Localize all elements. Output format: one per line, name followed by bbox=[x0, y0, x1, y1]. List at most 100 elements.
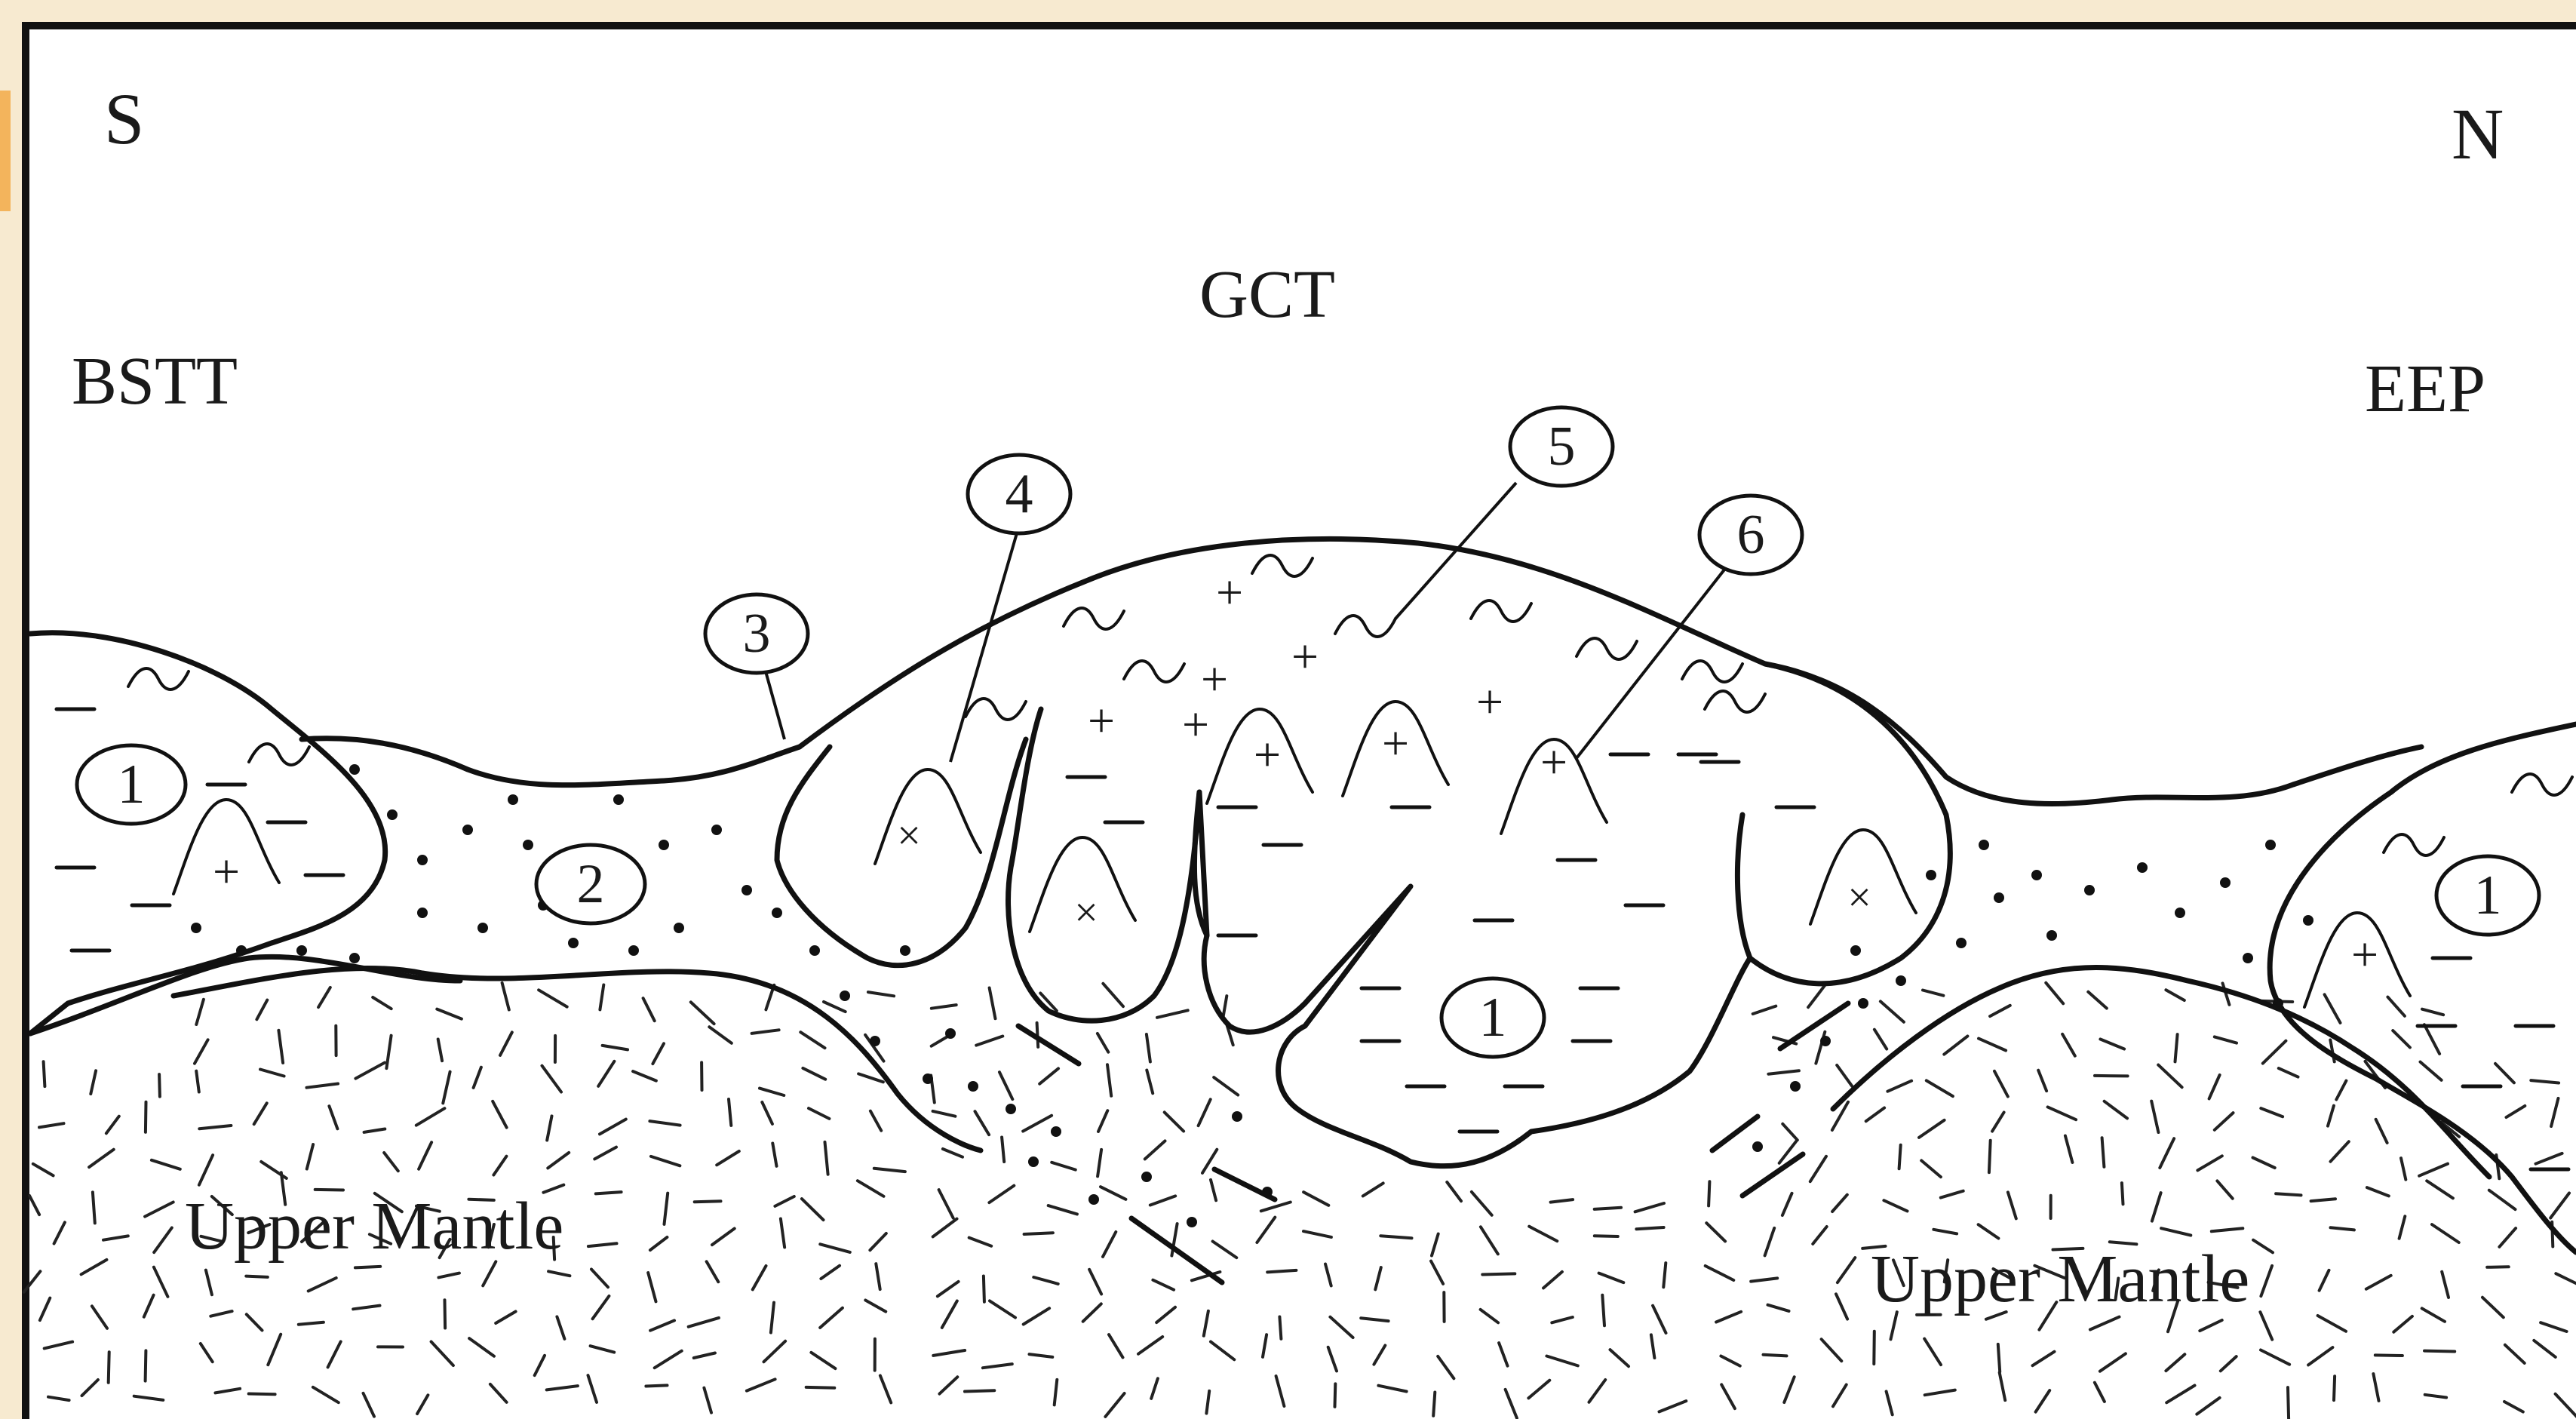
mantle-dash bbox=[806, 1387, 835, 1388]
sediment-dot bbox=[1926, 870, 1936, 880]
sediment-dot bbox=[2243, 953, 2253, 963]
sediment-dot bbox=[191, 923, 201, 933]
mantle-dash bbox=[1595, 1208, 1621, 1209]
sediment-dot bbox=[1028, 1156, 1039, 1167]
direction-south: S bbox=[104, 78, 144, 159]
unit-circle-2: 2 bbox=[536, 845, 645, 923]
sediment-dot bbox=[945, 1028, 956, 1039]
mantle-dash bbox=[2334, 1376, 2335, 1400]
sediment-dot bbox=[613, 794, 624, 805]
left-accent-strip bbox=[0, 91, 11, 211]
sediment-dot bbox=[1850, 945, 1861, 956]
sediment-dot bbox=[2220, 877, 2231, 888]
mantle-dash bbox=[249, 1394, 275, 1395]
mantle-dash bbox=[646, 1385, 667, 1386]
mantle-dash bbox=[1433, 1393, 1435, 1416]
sediment-dot bbox=[923, 1073, 933, 1084]
sediment-dot bbox=[1752, 1141, 1763, 1152]
mantle-dash bbox=[1899, 1145, 1901, 1169]
sediment-dot bbox=[523, 840, 533, 850]
mantle-dash bbox=[355, 1267, 380, 1268]
mantle-dash bbox=[1636, 1227, 1663, 1229]
sediment-dot bbox=[2084, 885, 2095, 895]
sediment-dot bbox=[1790, 1081, 1801, 1092]
sediment-dot bbox=[741, 885, 752, 895]
sediment-dot bbox=[1232, 1111, 1242, 1122]
mantle-dash bbox=[44, 1061, 45, 1086]
granite-plus-symbol: + bbox=[2351, 928, 2378, 981]
mantle-dash bbox=[1602, 1295, 1604, 1326]
granite-plus-symbol: + bbox=[213, 845, 240, 898]
mantle-dash bbox=[159, 1074, 160, 1097]
sediment-dot bbox=[2303, 915, 2313, 926]
mantle-dash bbox=[246, 1276, 268, 1277]
sediment-dot bbox=[417, 908, 428, 918]
mantle-dash bbox=[2122, 1183, 2123, 1204]
sediment-dot bbox=[349, 764, 360, 775]
sediment-dot bbox=[1088, 1194, 1099, 1205]
unit-circle-6: 6 bbox=[1699, 496, 1802, 574]
sediment-dot bbox=[1858, 998, 1868, 1009]
sediment-dot bbox=[2265, 840, 2276, 850]
mantle-dash bbox=[1024, 1233, 1053, 1234]
mantle-dash bbox=[1764, 1355, 1787, 1356]
mantle-dash bbox=[695, 1201, 721, 1202]
unit-circle-1-center: 1 bbox=[1442, 978, 1544, 1057]
sediment-dot bbox=[387, 809, 398, 820]
granite-plus-symbol: + bbox=[1216, 566, 1243, 619]
granite-cross-symbol: × bbox=[1074, 889, 1098, 936]
unit-number-1a: 1 bbox=[118, 754, 146, 815]
unit-circle-4: 4 bbox=[968, 455, 1070, 533]
mantle-dash bbox=[1989, 1141, 1991, 1173]
mantle-dash bbox=[2276, 1193, 2301, 1195]
region-eep-label: EEP bbox=[2365, 352, 2485, 426]
mantle-dash bbox=[2288, 1387, 2289, 1419]
mantle-dash bbox=[1998, 1344, 2000, 1372]
mantle-dash bbox=[445, 1300, 446, 1328]
sediment-dot bbox=[711, 825, 722, 835]
sediment-dot bbox=[900, 945, 910, 956]
granite-plus-symbol: + bbox=[1382, 717, 1409, 770]
mantle-dash bbox=[965, 1390, 994, 1391]
region-gct-label: GCT bbox=[1199, 257, 1335, 332]
unit-circle-1-left: 1 bbox=[77, 745, 186, 824]
mantle-dash bbox=[1482, 1273, 1515, 1274]
unit-circle-1-right: 1 bbox=[2436, 856, 2539, 935]
mantle-dash bbox=[1279, 1317, 1281, 1339]
sediment-dot bbox=[870, 1036, 880, 1046]
unit-number-2: 2 bbox=[577, 853, 605, 915]
sediment-dot bbox=[2137, 862, 2148, 873]
region-bstt-label: BSTT bbox=[72, 344, 238, 419]
mantle-dash bbox=[2375, 1355, 2403, 1356]
unit-number-6: 6 bbox=[1737, 504, 1765, 566]
sediment-dot bbox=[628, 945, 639, 956]
sediment-dot bbox=[2031, 870, 2042, 880]
granite-plus-symbol: + bbox=[1291, 630, 1319, 683]
mantle-dash bbox=[2095, 1076, 2128, 1077]
sediment-dot bbox=[840, 991, 850, 1001]
sediment-dot bbox=[968, 1081, 978, 1092]
sediment-dot bbox=[417, 855, 428, 865]
unit-circle-3: 3 bbox=[705, 594, 808, 673]
sediment-dot bbox=[1896, 975, 1906, 986]
unit-circle-5: 5 bbox=[1510, 407, 1613, 486]
sediment-dot bbox=[1979, 840, 1989, 850]
sediment-dot bbox=[1051, 1126, 1061, 1137]
unit-number-1c: 1 bbox=[2474, 865, 2502, 926]
sediment-dot bbox=[1006, 1104, 1016, 1114]
unit-number-5: 5 bbox=[1548, 416, 1576, 478]
sediment-dot bbox=[349, 953, 360, 963]
sediment-dot bbox=[1994, 892, 2004, 903]
granite-plus-symbol: + bbox=[1254, 728, 1281, 782]
upper-mantle-label-right: Upper Mantle bbox=[1871, 1242, 2249, 1316]
sediment-dot bbox=[1956, 938, 1967, 948]
sediment-dot bbox=[2046, 930, 2057, 941]
mantle-dash bbox=[1335, 1384, 1336, 1406]
sediment-dot bbox=[296, 945, 307, 956]
granite-cross-symbol: × bbox=[897, 812, 921, 859]
sediment-dot bbox=[674, 923, 684, 933]
sediment-dot bbox=[772, 908, 782, 918]
sediment-dot bbox=[2175, 908, 2185, 918]
mantle-dash bbox=[2424, 1351, 2455, 1352]
mantle-dash bbox=[2102, 1138, 2105, 1166]
